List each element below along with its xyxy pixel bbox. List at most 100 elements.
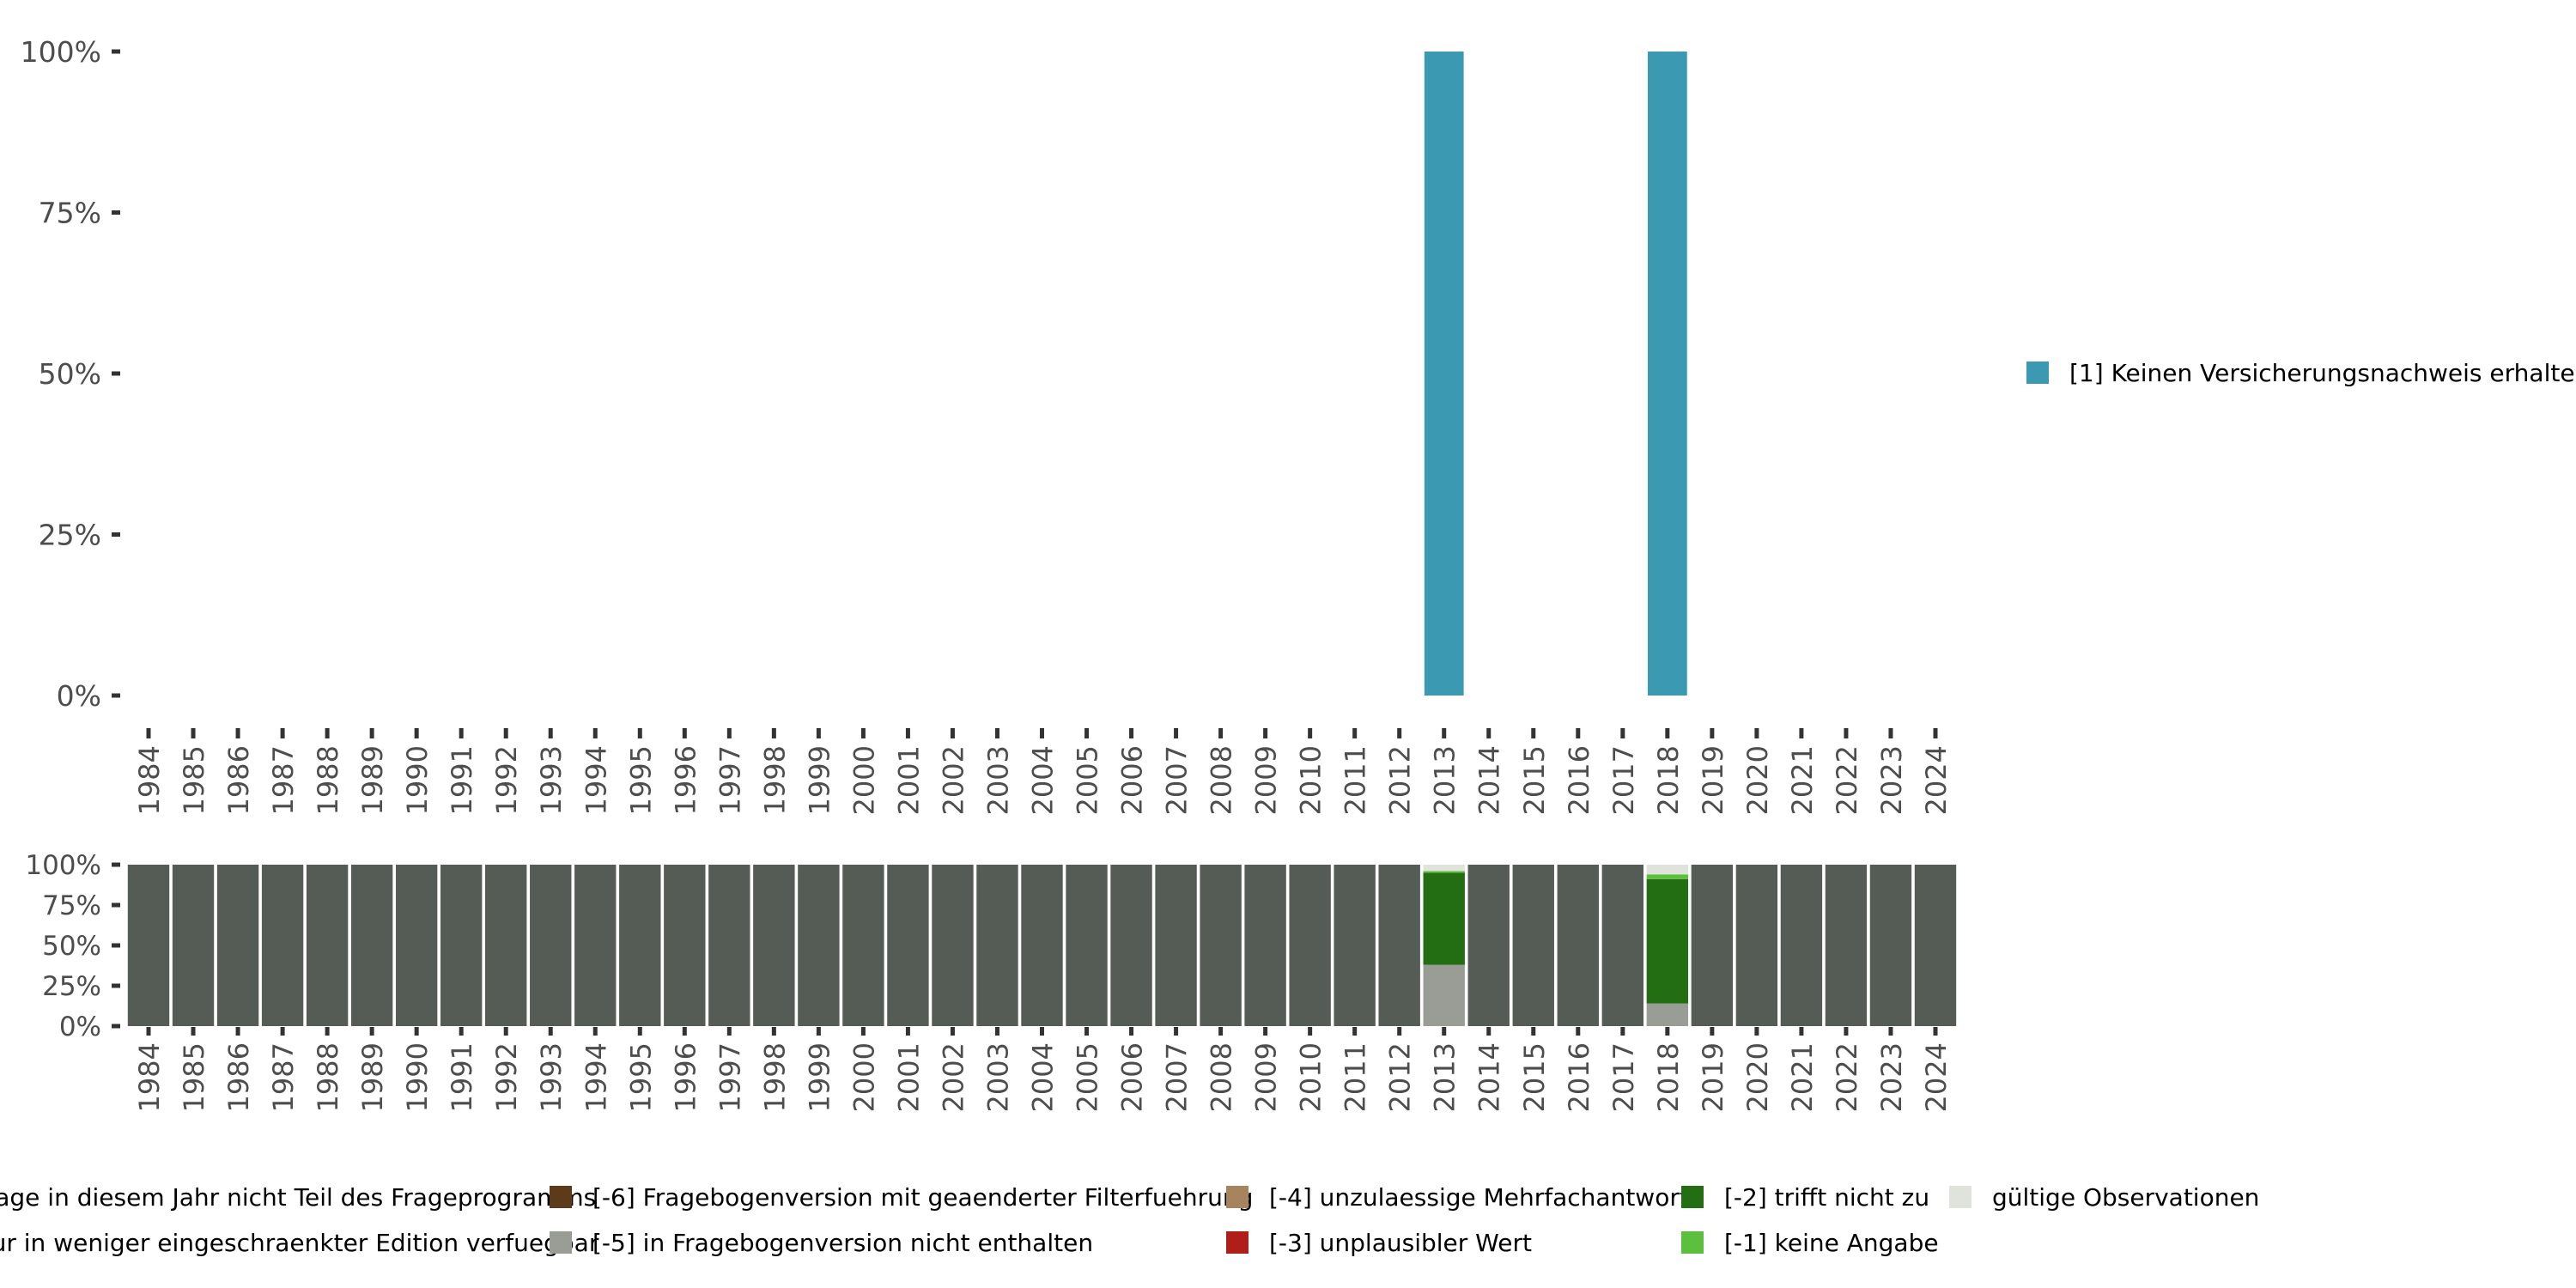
stacked-bar-segment — [306, 865, 349, 1026]
legend-label: gültige Observationen — [1992, 1183, 2259, 1212]
stacked-bar-segment — [1601, 865, 1644, 1026]
stacked-bar-segment — [574, 865, 617, 1026]
x-tick-label: 1986 — [222, 1042, 255, 1112]
x-tick-label: 1993 — [535, 745, 568, 815]
x-tick-label: 2008 — [1206, 1042, 1238, 1112]
x-tick-label: 2015 — [1518, 1042, 1551, 1112]
x-tick-label: 2013 — [1429, 1042, 1461, 1112]
x-tick-label: 1990 — [401, 1042, 434, 1112]
stacked-bar-segment — [1110, 865, 1152, 1026]
x-tick-label: 1999 — [803, 1042, 835, 1112]
stacked-bar-segment — [1735, 865, 1778, 1026]
y-tick-label: 0% — [57, 679, 101, 713]
stacked-bar-segment — [1378, 865, 1420, 1026]
legend-swatch — [1226, 1231, 1249, 1254]
stacked-bar-segment — [1646, 865, 1689, 875]
x-tick-label: 1991 — [446, 745, 478, 815]
x-tick-label: 2010 — [1295, 1042, 1327, 1112]
x-tick-label: 2017 — [1607, 1042, 1640, 1112]
x-tick-label: 2007 — [1161, 1042, 1194, 1112]
y-tick-label: 0% — [59, 1012, 101, 1042]
x-tick-label: 2014 — [1473, 1042, 1506, 1112]
x-tick-label: 1987 — [267, 745, 300, 815]
stacked-bar-segment — [932, 865, 974, 1026]
x-tick-label: 1996 — [669, 1042, 702, 1112]
stacked-bar-segment — [1200, 865, 1242, 1026]
stacked-bar-segment — [1423, 865, 1465, 872]
x-tick-label: 1988 — [312, 1042, 344, 1112]
stacked-bar-segment — [1557, 865, 1599, 1026]
x-tick-label: 2019 — [1697, 1042, 1729, 1112]
x-tick-label: 2009 — [1250, 745, 1283, 815]
x-tick-label: 2014 — [1473, 745, 1506, 815]
legend-label: [1] Keinen Versicherungsnachweis erhalte… — [2069, 359, 2576, 387]
x-tick-label: 2009 — [1250, 1042, 1283, 1112]
x-tick-label: 2020 — [1741, 1042, 1774, 1112]
stacked-bar-segment — [1423, 964, 1465, 1026]
x-tick-label: 1997 — [714, 1042, 746, 1112]
x-tick-label: 2012 — [1384, 745, 1417, 815]
x-tick-label: 2006 — [1116, 1042, 1149, 1112]
x-tick-label: 2000 — [848, 1042, 880, 1112]
legend-swatch — [1681, 1186, 1704, 1208]
stacked-bar-segment — [1021, 865, 1063, 1026]
x-tick-label: 2003 — [981, 1042, 1014, 1112]
stacked-bar-segment — [1155, 865, 1197, 1026]
x-tick-label: 1999 — [803, 745, 835, 815]
x-tick-label: 2010 — [1295, 745, 1327, 815]
stacked-bar-segment — [1780, 865, 1823, 1026]
y-tick-label: 100% — [21, 35, 101, 69]
stacked-bar-segment — [842, 865, 884, 1026]
stacked-bar-segment — [1512, 865, 1554, 1026]
x-tick-label: 1990 — [401, 745, 434, 815]
x-tick-label: 1998 — [758, 745, 791, 815]
bar — [1424, 52, 1464, 696]
x-tick-label: 1991 — [446, 1042, 478, 1112]
stacked-bar-segment — [1244, 865, 1286, 1026]
top-legend: [1] Keinen Versicherungsnachweis erhalte… — [2026, 359, 2576, 387]
stacked-bar-segment — [798, 865, 840, 1026]
stacked-bar-segment — [261, 865, 304, 1026]
x-tick-label: 1985 — [178, 1042, 210, 1112]
stacked-bar-segment — [1646, 874, 1689, 879]
x-tick-label: 2016 — [1563, 745, 1595, 815]
x-tick-label: 2001 — [892, 1042, 925, 1112]
stacked-bar-segment — [216, 865, 259, 1026]
legend-label: [-3] unplausibler Wert — [1269, 1229, 1532, 1257]
x-tick-label: 2024 — [1920, 1042, 1953, 1112]
x-tick-label: 2023 — [1875, 1042, 1908, 1112]
legend-swatch — [550, 1231, 572, 1254]
x-tick-label: 1995 — [624, 745, 657, 815]
x-tick-label: 2015 — [1518, 745, 1551, 815]
stacked-bar-segment — [1869, 865, 1912, 1026]
x-tick-label: 2011 — [1340, 1042, 1372, 1112]
x-tick-label: 2004 — [1027, 745, 1060, 815]
y-tick-label: 25% — [39, 519, 101, 552]
x-tick-label: 2021 — [1786, 745, 1819, 815]
x-tick-label: 2004 — [1027, 1042, 1060, 1112]
stacked-bar-segment — [127, 865, 170, 1026]
x-tick-label: 2023 — [1875, 745, 1908, 815]
x-tick-label: 1995 — [624, 1042, 657, 1112]
x-tick-label: 2013 — [1429, 745, 1461, 815]
x-tick-label: 1992 — [490, 745, 523, 815]
stacked-bar-segment — [485, 865, 527, 1026]
legend-label: [-4] unzulaessige Mehrfachantwort — [1269, 1183, 1689, 1212]
stacked-bar-segment — [619, 865, 661, 1026]
x-tick-label: 2018 — [1652, 745, 1685, 815]
legend-swatch — [1681, 1231, 1704, 1254]
stacked-bar-segment — [753, 865, 795, 1026]
legend-swatch — [1949, 1186, 1971, 1208]
x-tick-label: 1994 — [580, 745, 612, 815]
stacked-bar-segment — [708, 865, 750, 1026]
x-tick-label: 2006 — [1116, 745, 1149, 815]
x-tick-label: 1984 — [133, 745, 166, 815]
stacked-bar-segment — [530, 865, 572, 1026]
x-tick-label: 2012 — [1384, 1042, 1417, 1112]
legend-label: [-5] in Fragebogenversion nicht enthalte… — [592, 1229, 1093, 1257]
x-tick-label: 2016 — [1563, 1042, 1595, 1112]
x-tick-label: 1989 — [356, 745, 389, 815]
stacked-bar-segment — [1691, 865, 1734, 1026]
stacked-bar-segment — [1334, 865, 1376, 1026]
